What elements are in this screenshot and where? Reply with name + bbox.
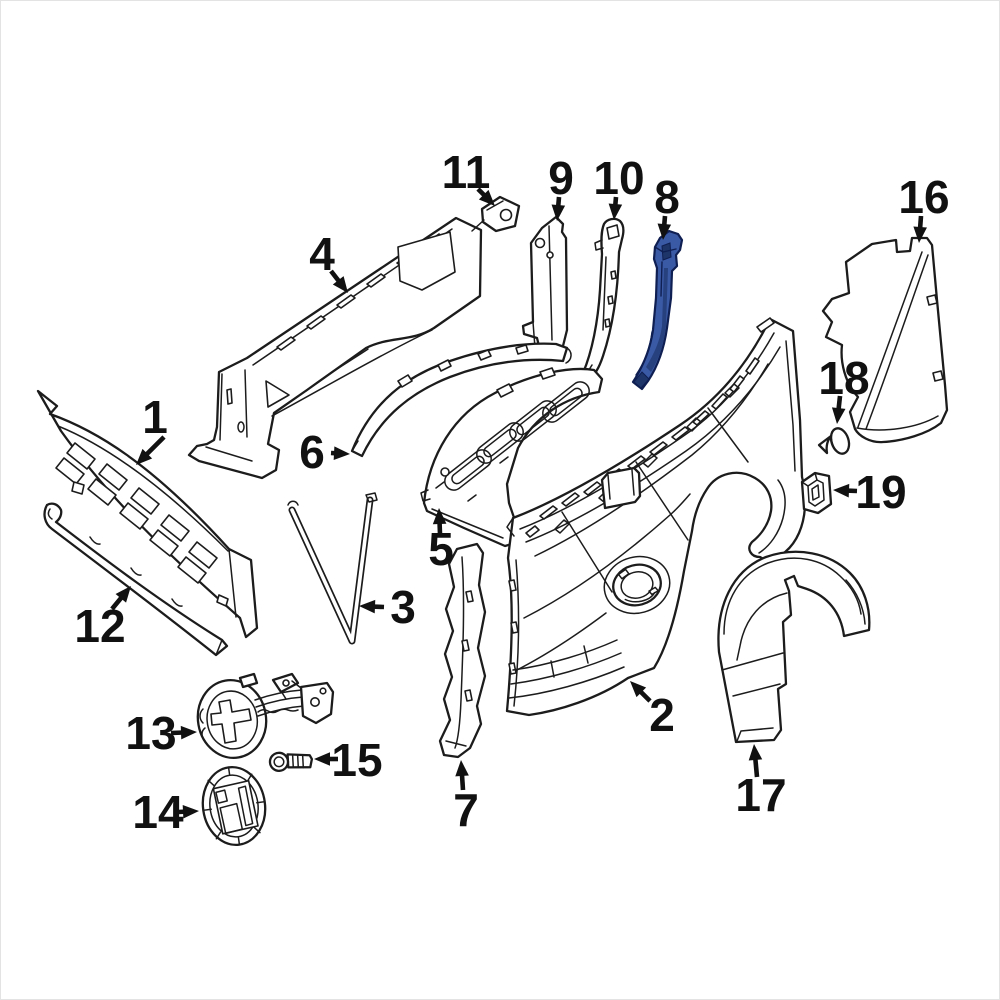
part-11-corner-bracket — [471, 195, 521, 233]
callout-4: 4 — [309, 228, 348, 293]
callout-10: 10 — [593, 152, 645, 220]
callout-14-label: 14 — [132, 786, 184, 838]
callout-14-arrow-head — [182, 804, 199, 819]
part-5-inner-wheelhouse — [420, 367, 604, 548]
callout-18-arrow-head — [831, 407, 846, 424]
part-2-box-side-panel — [505, 317, 807, 717]
fuel-filler-opening — [603, 555, 671, 615]
part-18-push-pin-clip — [817, 427, 851, 455]
callout-11: 11 — [442, 146, 495, 206]
callout-19-label: 19 — [855, 466, 906, 518]
callout-1-arrow-head — [136, 448, 153, 465]
callout-14: 14 — [132, 786, 199, 838]
callout-2-label: 2 — [649, 689, 675, 741]
callout-19-arrow-head — [833, 483, 850, 498]
part-6-arch-support — [350, 342, 572, 458]
part-9-pillar-panel — [521, 215, 569, 359]
callout-12-arrow-head — [115, 586, 131, 603]
callout-17: 17 — [735, 744, 787, 821]
callout-6: 6 — [299, 426, 350, 478]
callout-6-label: 6 — [299, 426, 325, 478]
callout-10-arrow-head — [608, 203, 623, 220]
callout-3-label: 3 — [390, 581, 416, 633]
part-4-inner-side-panel — [187, 216, 483, 480]
callout-10-label: 10 — [593, 152, 644, 204]
callout-15-label: 15 — [331, 734, 382, 786]
callout-9-arrow-head — [551, 204, 566, 221]
part-16-corner-panel — [821, 236, 949, 444]
part-12-tailgate-cap-rail — [43, 502, 229, 657]
callout-19: 19 — [833, 466, 907, 518]
callout-13-label: 13 — [125, 707, 176, 759]
callout-4-arrow-head — [332, 276, 348, 293]
callout-5-label: 5 — [428, 523, 454, 575]
part-10-pillar-rail — [581, 217, 625, 380]
callout-1-arrow-line — [143, 435, 166, 458]
callout-8-arrow-head — [657, 223, 672, 240]
part-15-bolt — [268, 751, 314, 772]
part-13-fuel-filler-door — [196, 672, 335, 760]
callout-11-label: 11 — [442, 146, 491, 198]
callout-16-arrow-head — [913, 226, 927, 243]
callout-2: 2 — [630, 681, 675, 741]
callout-7: 7 — [453, 760, 479, 836]
callout-8-label: 8 — [654, 171, 680, 223]
callout-7-arrow-head — [455, 760, 469, 777]
callout-18-label: 18 — [818, 352, 869, 404]
callout-9: 9 — [548, 152, 574, 221]
callout-6-arrow-head — [333, 446, 350, 460]
callout-12-label: 12 — [74, 600, 125, 652]
callout-3-arrow-head — [359, 599, 376, 614]
callout-7-label: 7 — [453, 784, 479, 836]
callout-1-label: 1 — [142, 391, 168, 443]
callout-11-arrow-head — [478, 189, 495, 206]
callout-15-arrow-head — [314, 752, 330, 766]
callout-3: 3 — [359, 581, 416, 633]
part-19-square-grommet — [800, 471, 833, 515]
callout-1: 1 — [136, 391, 168, 465]
callout-13: 13 — [125, 707, 197, 759]
part-1-tailgate-panel — [36, 389, 259, 639]
part-17-wheelhouse-liner — [717, 550, 871, 744]
callout-17-arrow-line — [752, 756, 760, 778]
stake-pocket — [600, 466, 642, 510]
callout-2-arrow-head — [630, 681, 647, 698]
part-14-fuel-filler-housing — [201, 765, 267, 847]
part-7-front-pillar-reinforcement — [438, 542, 487, 759]
callout-13-arrow-head — [180, 725, 197, 740]
callout-12: 12 — [74, 586, 131, 652]
callout-5: 5 — [428, 508, 454, 575]
callout-4-label: 4 — [309, 228, 335, 280]
callout-18: 18 — [818, 352, 870, 424]
callout-5-arrow-head — [432, 508, 447, 525]
part-8-pillar-reinforcement-highlighted — [631, 229, 684, 391]
callout-9-label: 9 — [548, 152, 574, 204]
callout-8: 8 — [654, 171, 680, 240]
part-3-v-seal-rod — [287, 492, 378, 645]
callout-16: 16 — [898, 171, 950, 243]
callout-15: 15 — [314, 734, 383, 786]
callout-17-arrow-head — [748, 744, 763, 761]
callout-17-label: 17 — [735, 769, 786, 821]
callout-16-label: 16 — [898, 171, 949, 223]
